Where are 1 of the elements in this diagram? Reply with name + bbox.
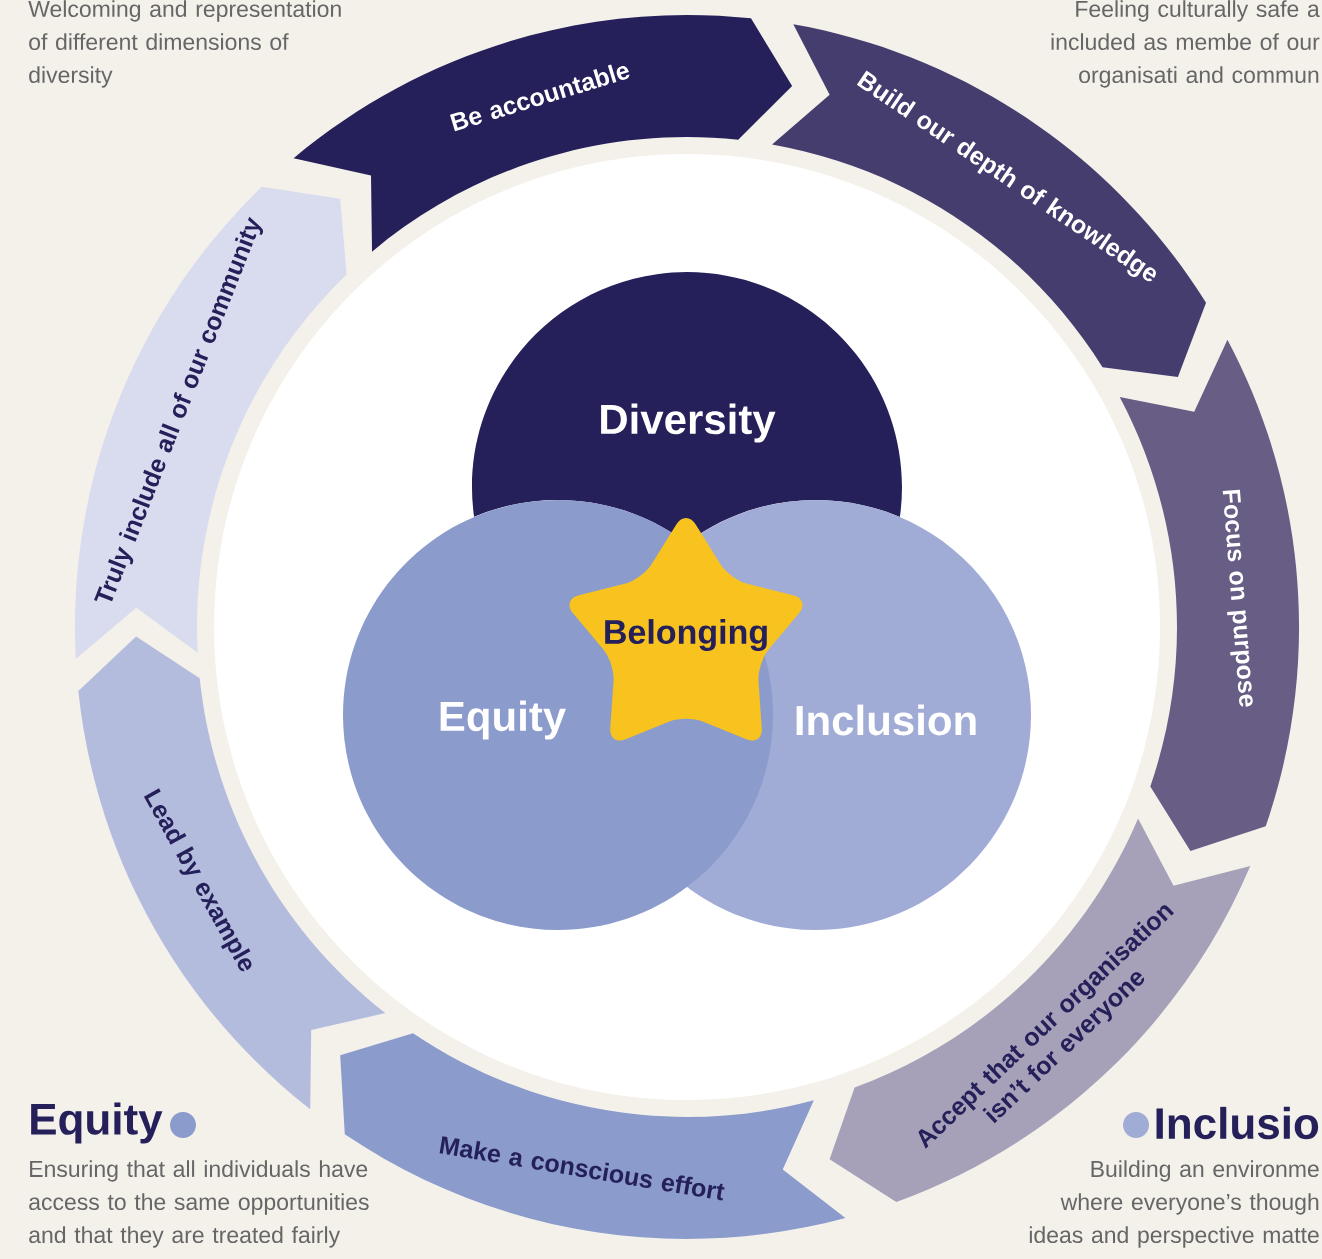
arrow-segment: Focus on purpose bbox=[1119, 339, 1299, 852]
